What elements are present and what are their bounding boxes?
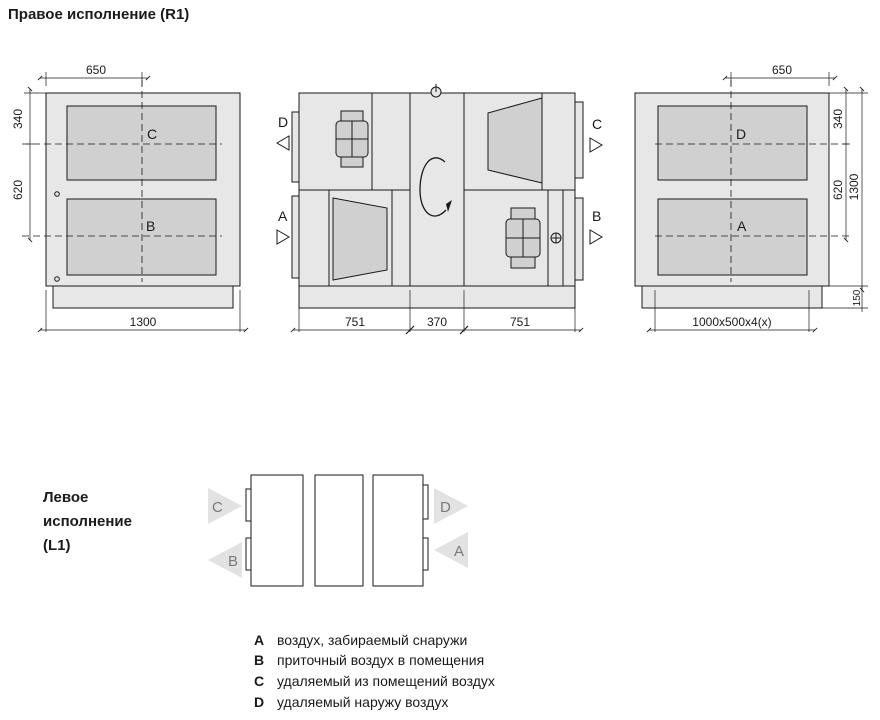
- legend-text-a: воздух, забираемый снаружи: [277, 632, 467, 648]
- l1-port-a: A: [454, 543, 464, 560]
- middle-arrow-a: [276, 229, 290, 245]
- legend-key-d: D: [254, 694, 264, 710]
- middle-fan-lower: [505, 207, 541, 269]
- left-version-title-line-1: Левое: [43, 489, 88, 506]
- left-view: 650 340 620 1300 C B: [11, 63, 249, 333]
- left-view-window-lower: [66, 198, 217, 276]
- l1-arrow-d: [434, 488, 468, 524]
- l1-arrow-c: [208, 488, 242, 524]
- left-view-handle-upper: [54, 191, 60, 197]
- right-view-base: [641, 285, 823, 309]
- middle-arrow-d: [276, 135, 290, 151]
- right-view-dim-bottom: 1000x500x4(x): [692, 315, 771, 329]
- middle-arrow-c: [589, 137, 603, 153]
- middle-dim-left: 751: [345, 315, 365, 329]
- middle-dim-right: 751: [510, 315, 530, 329]
- middle-center-section: [409, 92, 465, 287]
- l1-box-center: [314, 474, 364, 587]
- middle-dim-center: 370: [427, 315, 447, 329]
- legend-key-a: A: [254, 632, 264, 648]
- middle-view: D A C B 751 370 751: [276, 84, 603, 335]
- middle-port-c: C: [592, 116, 602, 132]
- middle-filter-left-lower: [332, 197, 388, 281]
- left-view-dim-bottom: 1300: [130, 315, 157, 329]
- l1-port-b: B: [228, 553, 238, 570]
- middle-view-base: [298, 285, 576, 309]
- right-view-port-lower: A: [737, 218, 747, 234]
- page-title: Правое исполнение (R1): [8, 6, 189, 23]
- middle-fan-upper: [335, 110, 369, 168]
- left-view-handle-lower: [54, 276, 60, 282]
- l1-port-d: D: [440, 499, 451, 516]
- legend-text-c: удаляемый из помещений воздух: [277, 673, 495, 689]
- left-view-port-upper: C: [147, 126, 157, 142]
- left-version-title-line-3: (L1): [43, 537, 71, 554]
- left-view-port-lower: B: [146, 218, 155, 234]
- legend-text-b: приточный воздух в помещения: [277, 652, 484, 668]
- legend-text-d: удаляемый наружу воздух: [277, 694, 448, 710]
- legend-key-c: C: [254, 673, 264, 689]
- middle-heater-icon: [550, 232, 562, 244]
- right-view-window-lower: [657, 198, 808, 276]
- right-view-window-upper: [657, 105, 808, 181]
- legend: A воздух, забираемый снаружи B приточный…: [254, 632, 495, 710]
- left-view-dim-top: 650: [86, 63, 106, 77]
- l1-port-c: C: [212, 499, 223, 516]
- l1-box-right: [372, 474, 424, 587]
- left-view-dim-side-lower: 620: [11, 180, 25, 200]
- middle-rotor-arrow: [419, 157, 447, 217]
- left-version-diagram: Левое исполнение (L1) C B D A: [43, 474, 468, 587]
- l1-box-left: [250, 474, 304, 587]
- middle-port-b: B: [592, 208, 601, 224]
- middle-filter-right-upper: [487, 97, 543, 184]
- right-view-dim-top: 650: [772, 63, 792, 77]
- l1-arrow-a: [434, 532, 468, 568]
- left-view-dim-side-upper: 340: [11, 109, 25, 129]
- left-version-title-line-2: исполнение: [43, 513, 132, 530]
- right-view-dim-base: 150: [852, 289, 863, 306]
- right-view: 650 340 620 1300 150 1000x500x4(x) D A: [634, 63, 868, 333]
- middle-arrow-b: [589, 229, 603, 245]
- left-view-window-upper: [66, 105, 217, 181]
- middle-port-d: D: [278, 114, 288, 130]
- right-view-dim-side-upper: 340: [831, 109, 845, 129]
- right-view-dim-height: 1300: [847, 173, 861, 200]
- l1-arrow-b: [208, 542, 242, 578]
- middle-port-a: A: [278, 208, 288, 224]
- left-view-base: [52, 285, 234, 309]
- right-view-dim-side-lower: 620: [831, 180, 845, 200]
- legend-key-b: B: [254, 652, 264, 668]
- right-view-port-upper: D: [736, 126, 746, 142]
